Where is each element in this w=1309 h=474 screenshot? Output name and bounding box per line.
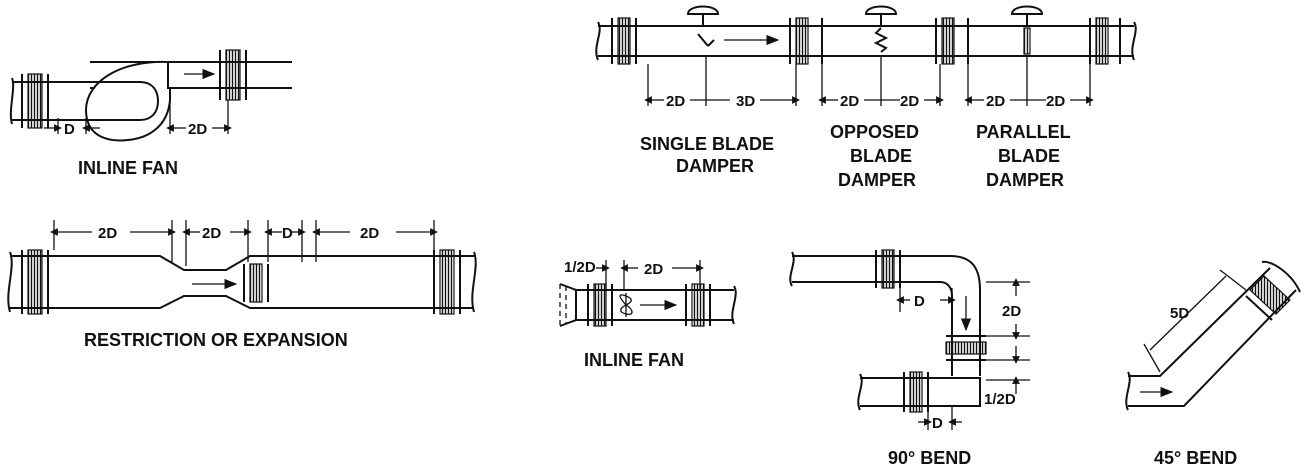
dim-b90-half: 1/2D	[984, 391, 1016, 408]
caption-single-blade-2: DAMPER	[676, 156, 754, 176]
caption-single-blade-1: SINGLE BLADE	[640, 134, 774, 154]
caption-bend-45: 45° BEND	[1154, 448, 1237, 468]
bend-90: D 2D 1/2D D 90° BEND	[789, 249, 1030, 468]
dim-fan-top-2d: 2D	[188, 121, 207, 138]
dim-b45-5d: 5D	[1170, 305, 1189, 322]
caption-inline-fan-bottom: INLINE FAN	[584, 350, 684, 370]
dim-restr-2d-b: 2D	[202, 225, 221, 242]
dim-restr-2d-c: 2D	[360, 225, 379, 242]
caption-inline-fan-top: INLINE FAN	[78, 158, 178, 178]
caption-parallel-2: BLADE	[998, 146, 1060, 166]
dim-b90-d-bot: D	[932, 415, 943, 432]
caption-opposed-1: OPPOSED	[830, 122, 919, 142]
dim-fan-bot-half: 1/2D	[564, 259, 596, 276]
caption-parallel-3: DAMPER	[986, 170, 1064, 190]
dim-b90-d-top: D	[914, 293, 925, 310]
bend-45: 5D 45° BEND	[1125, 260, 1301, 468]
restriction-expansion: 2D 2D D 2D RESTRICTION OR EXPANSION	[7, 220, 477, 350]
dampers-group: 2D 3D 2D 2D 2D 2D SINGLE BLADE DAMPER OP…	[595, 5, 1137, 190]
inline-fan-top: D 2D INLINE FAN	[9, 49, 292, 178]
dim-b90-2d: 2D	[1002, 303, 1021, 320]
dim-fan-bot-2d: 2D	[644, 261, 663, 278]
dim-parallel-2d-a: 2D	[986, 93, 1005, 110]
caption-opposed-3: DAMPER	[838, 170, 916, 190]
caption-restriction: RESTRICTION OR EXPANSION	[84, 330, 348, 350]
caption-opposed-2: BLADE	[850, 146, 912, 166]
dim-single-3d: 3D	[736, 93, 755, 110]
dim-single-2d: 2D	[666, 93, 685, 110]
dim-restr-2d-a: 2D	[98, 225, 117, 242]
dim-parallel-2d-b: 2D	[1046, 93, 1065, 110]
dim-opposed-2d-b: 2D	[900, 93, 919, 110]
dim-fan-top-d: D	[64, 121, 75, 138]
caption-parallel-1: PARALLEL	[976, 122, 1071, 142]
dim-restr-d: D	[282, 225, 293, 242]
inline-fan-bottom: 1/2D 2D INLINE FAN	[559, 259, 737, 370]
caption-bend-90: 90° BEND	[888, 448, 971, 468]
dim-opposed-2d-a: 2D	[840, 93, 859, 110]
